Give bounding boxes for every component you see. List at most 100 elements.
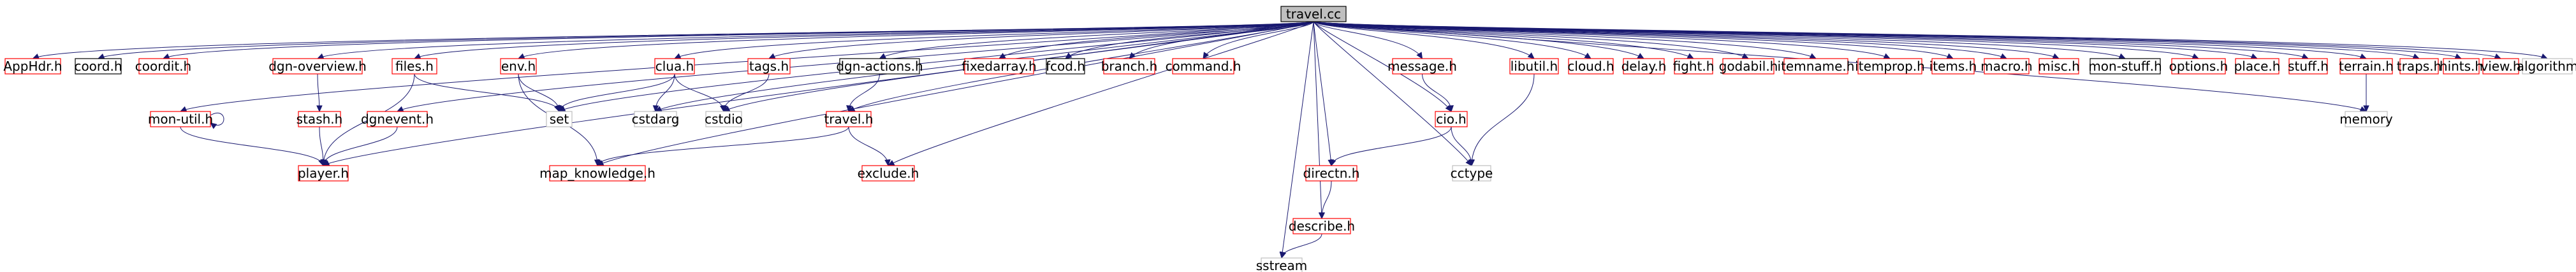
- edge-travel-h-to-exclude-h-arrowhead: [884, 159, 891, 167]
- edge-directn-h-to-describe-h-arrowhead: [1319, 212, 1326, 220]
- node-godabil-h[interactable]: godabil.h: [1719, 58, 1778, 75]
- node-box: [1046, 58, 1085, 75]
- edge-travel-cc-to-set: [559, 21, 1314, 112]
- node-terrain-h[interactable]: terrain.h: [2339, 58, 2394, 75]
- node-clua-h[interactable]: clua.h: [654, 58, 695, 75]
- node-dgn-overview-h[interactable]: dgn-overview.h: [268, 58, 367, 75]
- edge-libutil-h-to-cctype: [1471, 73, 1535, 166]
- edge-travel-cc-to-fixedarray-h-arrowhead: [998, 52, 1006, 59]
- node-command-h[interactable]: command.h: [1166, 58, 1241, 75]
- node-cio-h[interactable]: cio.h: [1435, 111, 1468, 127]
- node-box: [1984, 58, 2030, 75]
- node-algorithm: algorithm: [2517, 58, 2576, 75]
- node-delay-h[interactable]: delay.h: [1621, 58, 1667, 75]
- node-player-h[interactable]: player.h: [298, 165, 349, 182]
- edge-terrain-h-to-memory-arrowhead: [2363, 105, 2369, 113]
- node-box: [747, 58, 791, 75]
- node-macro-h[interactable]: macro.h: [1980, 58, 2033, 75]
- node-coordit-h[interactable]: coordit.h: [135, 58, 191, 75]
- node-items-h[interactable]: items.h: [1929, 58, 1977, 75]
- node-cctype: cctype: [1451, 165, 1493, 182]
- edge-describe-h-to-sstream-arrowhead: [1280, 251, 1287, 259]
- node-message-h[interactable]: message.h: [1387, 58, 1457, 75]
- node-env-h[interactable]: env.h: [500, 58, 537, 75]
- node-box: [549, 165, 646, 182]
- node-label: fight.h: [1673, 59, 1715, 74]
- node-misc-h[interactable]: misc.h: [2038, 58, 2080, 75]
- node-branch-h[interactable]: branch.h: [1101, 58, 1158, 75]
- node-sstream: sstream: [1256, 257, 1308, 272]
- node-box: [150, 111, 211, 127]
- node-label: files.h: [395, 59, 434, 74]
- node-travel-cc[interactable]: travel.cc: [1280, 6, 1347, 22]
- edge-travel-cc-to-coordit-h: [163, 21, 1314, 59]
- node-options-h[interactable]: options.h: [2169, 58, 2228, 75]
- node-label: player.h: [298, 166, 349, 181]
- node-files-h[interactable]: files.h: [392, 58, 437, 75]
- edge-clua-h-to-set: [559, 73, 675, 112]
- node-box: [1568, 58, 1614, 75]
- edge-dgnevent-h-to-player-h-arrowhead: [321, 159, 328, 167]
- node-label: directn.h: [1303, 166, 1360, 181]
- node-hints-h[interactable]: hints.h: [2440, 58, 2483, 75]
- node-itemname-h[interactable]: itemname.h: [1778, 58, 1855, 75]
- node-label: mon-stuff.h: [2088, 59, 2162, 74]
- node-mon-stuff-h[interactable]: mon-stuff.h: [2088, 58, 2162, 75]
- node-box: [705, 111, 742, 127]
- node-box: [75, 58, 122, 75]
- node-exclude-h[interactable]: exclude.h: [858, 165, 919, 182]
- node-travel-h[interactable]: travel.h: [824, 111, 874, 127]
- edge-cio-h-to-directn-h-arrowhead: [1330, 159, 1336, 167]
- node-box: [861, 165, 915, 182]
- node-label: stash.h: [296, 111, 343, 127]
- node-box: [500, 58, 537, 75]
- node-view-h[interactable]: view.h: [2480, 58, 2521, 75]
- edge-travel-cc-to-directn-h: [1313, 21, 1332, 166]
- node-place-h[interactable]: place.h: [2234, 58, 2281, 75]
- node-label: branch.h: [1101, 59, 1158, 74]
- edge-tags-h-to-cstdio-arrowhead: [721, 104, 728, 113]
- edge-travel-cc-to-message-h: [1313, 21, 1423, 59]
- node-label: sstream: [1256, 258, 1308, 272]
- edge-describe-h-to-sstream: [1281, 233, 1322, 259]
- node-box: [1857, 58, 1922, 75]
- edge-travel-cc-to-libutil-h-arrowhead: [1527, 52, 1535, 59]
- edge-travel-cc-to-mon-stuff-h-arrowhead: [2118, 53, 2126, 59]
- node-label: terrain.h: [2339, 59, 2394, 74]
- edge-dgnevent-h-to-player-h: [323, 126, 398, 166]
- node-box: [1392, 58, 1453, 75]
- node-AppHdr-h[interactable]: AppHdr.h: [3, 58, 62, 75]
- node-stash-h[interactable]: stash.h: [296, 111, 343, 127]
- node-itemprop-h[interactable]: itemprop.h: [1855, 58, 1925, 75]
- edge-travel-h-to-map-knowledge-h-arrowhead: [597, 159, 603, 167]
- node-box: [4, 58, 61, 75]
- node-label: macro.h: [1980, 59, 2032, 74]
- node-box: [2522, 58, 2573, 75]
- node-directn-h[interactable]: directn.h: [1303, 165, 1360, 182]
- node-label: cctype: [1451, 166, 1493, 181]
- node-fixedarray-h[interactable]: fixedarray.h: [962, 58, 1037, 75]
- node-fcod-h[interactable]: fcod.h: [1046, 58, 1085, 75]
- node-stuff-h[interactable]: stuff.h: [2288, 58, 2329, 75]
- node-map-knowledge-h[interactable]: map_knowledge.h: [539, 165, 655, 182]
- node-dgn-actions-h[interactable]: dgn-actions.h: [836, 58, 923, 75]
- node-box: [1931, 58, 1975, 75]
- node-box: [1292, 218, 1351, 234]
- node-memory: memory: [2339, 111, 2393, 127]
- node-coord-h[interactable]: coord.h: [74, 58, 122, 75]
- node-tags-h[interactable]: tags.h: [747, 58, 791, 75]
- node-libutil-h[interactable]: libutil.h: [1509, 58, 1559, 75]
- node-dgnevent-h[interactable]: dgnevent.h: [361, 111, 434, 127]
- edge-travel-cc-to-delay-h-arrowhead: [1637, 53, 1645, 59]
- node-label: travel.cc: [1286, 6, 1341, 22]
- node-mon-util-h[interactable]: mon-util.h: [148, 111, 213, 127]
- node-describe-h[interactable]: describe.h: [1289, 218, 1355, 234]
- edge-travel-cc-to-clua-h-arrowhead: [673, 53, 682, 59]
- node-label: fixedarray.h: [962, 59, 1036, 74]
- edge-travel-cc-to-exclude-h: [888, 21, 1314, 166]
- node-fight-h[interactable]: fight.h: [1673, 58, 1715, 75]
- edge-travel-cc-to-tags-h-arrowhead: [768, 53, 776, 59]
- node-traps-h[interactable]: traps.h: [2397, 58, 2441, 75]
- node-label: hints.h: [2440, 59, 2483, 74]
- node-cloud-h[interactable]: cloud.h: [1567, 58, 1614, 75]
